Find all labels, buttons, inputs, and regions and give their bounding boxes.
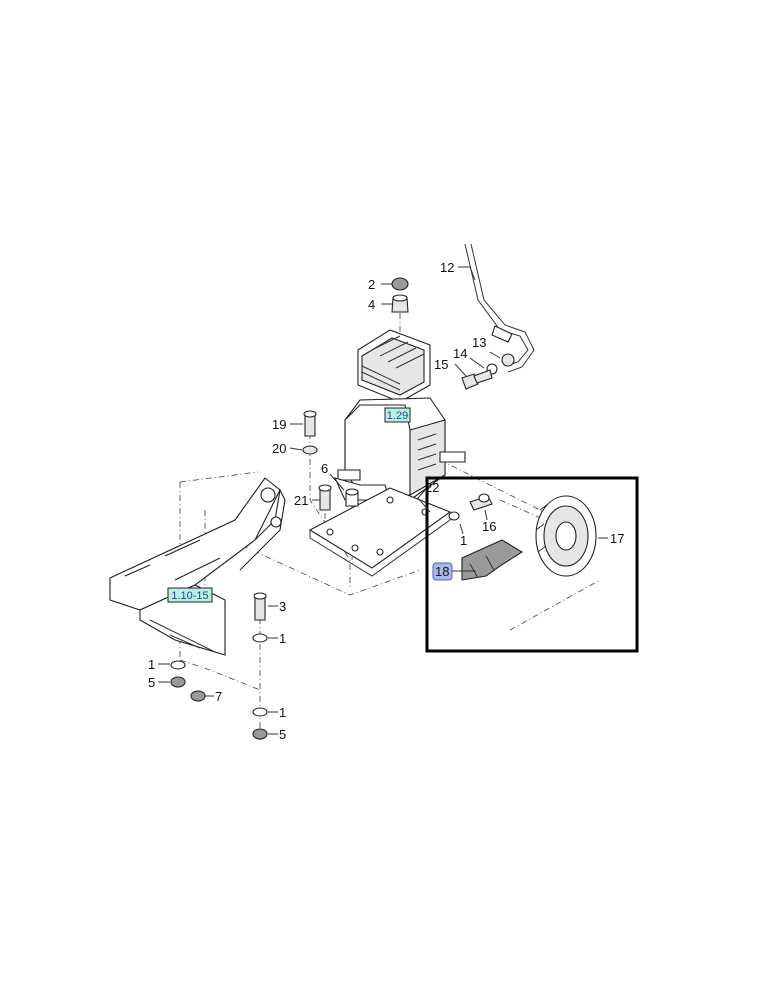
callout-1-bracket[interactable]: 1 <box>279 631 286 646</box>
callout-4[interactable]: 4 <box>368 297 375 312</box>
callout-numbers: 2 4 12 13 14 15 19 20 6 21 22 1 16 17 18… <box>148 260 624 742</box>
callout-12[interactable]: 12 <box>440 260 454 275</box>
callout-17[interactable]: 17 <box>610 531 624 546</box>
highlight-box <box>425 476 639 653</box>
callout-1-bottom[interactable]: 1 <box>279 705 286 720</box>
callout-14[interactable]: 14 <box>453 346 467 361</box>
reference-text-compressor: 1.29 <box>387 410 408 422</box>
callout-3[interactable]: 3 <box>279 599 286 614</box>
leader-lines <box>158 266 608 735</box>
callout-5-left[interactable]: 5 <box>148 675 155 690</box>
callout-20[interactable]: 20 <box>272 441 286 456</box>
reference-label-bracket[interactable]: 1.10-15 <box>167 587 213 603</box>
mounting-bracket <box>109 477 286 656</box>
callout-6[interactable]: 6 <box>321 461 328 476</box>
reference-text-bracket: 1.10-15 <box>171 590 208 602</box>
callout-22[interactable]: 22 <box>425 480 439 495</box>
callout-16[interactable]: 16 <box>482 519 496 534</box>
callout-1-box[interactable]: 1 <box>460 533 467 548</box>
callout-5-bottom[interactable]: 5 <box>279 727 286 742</box>
callout-21[interactable]: 21 <box>294 493 308 508</box>
air-compressor <box>334 329 466 501</box>
callout-7[interactable]: 7 <box>215 689 222 704</box>
air-pipe <box>464 243 535 373</box>
callout-1-left[interactable]: 1 <box>148 657 155 672</box>
callout-15[interactable]: 15 <box>434 357 448 372</box>
mounting-plate <box>308 487 452 577</box>
highlighted-pulley-group <box>448 493 597 581</box>
selected-callout-bg <box>432 562 453 581</box>
fittings <box>461 353 515 390</box>
callout-19[interactable]: 19 <box>272 417 286 432</box>
head-fittings <box>391 277 409 313</box>
fasteners-bottom <box>170 592 268 740</box>
callout-2[interactable]: 2 <box>368 277 375 292</box>
reference-label-compressor[interactable]: 1.29 <box>384 407 411 423</box>
callout-18[interactable]: 18 <box>435 564 449 579</box>
fasteners-left <box>302 410 359 511</box>
callout-13[interactable]: 13 <box>472 335 486 350</box>
